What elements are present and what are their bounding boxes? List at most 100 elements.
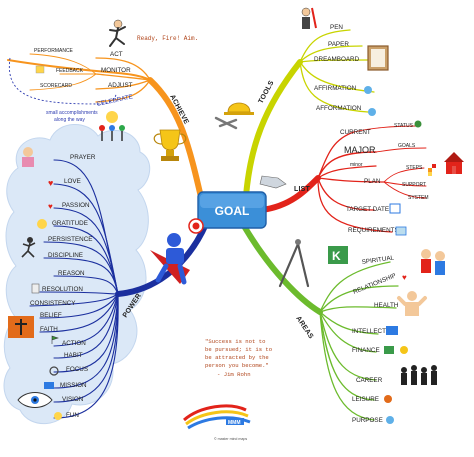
areas-item-health: HEALTH <box>374 302 399 309</box>
quote-block: "Success is not to be pursued; it is to … <box>205 338 272 378</box>
power-item-habit: HABIT <box>64 352 83 359</box>
celebrate-people-icon <box>99 111 125 141</box>
power-branch <box>29 159 209 419</box>
business-people-icon <box>401 365 437 385</box>
k-logo-icon: K <box>328 246 348 264</box>
leisure-icon <box>384 395 392 403</box>
monitor-sub-scorecard: SCORECARD <box>40 83 72 89</box>
power-item-focus: FOCUS <box>66 366 88 373</box>
footer-logo-text: MMM <box>228 420 241 426</box>
current-sub-status: STATUS <box>394 123 414 129</box>
achieve-note-line2: along the way <box>54 117 85 123</box>
compass-icon <box>278 239 310 288</box>
tools-item-paper: PAPER <box>328 41 349 48</box>
quote-line-2: be pursued; it is to <box>205 346 272 353</box>
dreamboard-icon <box>367 45 389 71</box>
areas-item-leisure: LEISURE <box>352 396 379 403</box>
power-item-faith: FAITH <box>40 326 58 333</box>
coin-icon <box>400 346 408 354</box>
list-item-target-date: TARGET DATE <box>346 206 389 213</box>
power-item-vision: VISION <box>62 396 84 403</box>
areas-item-intellect: INTELLECT <box>352 328 386 335</box>
power-item-consistency: CONSISTENCY <box>30 300 76 307</box>
achieve-item-adjust: ADJUST <box>108 82 133 89</box>
fun-smiley-icon <box>54 412 62 420</box>
footer-credit: © master mind maps <box>214 437 247 441</box>
goal-label: GOAL <box>215 204 250 218</box>
purpose-icon <box>386 416 394 424</box>
power-item-resolution: RESOLUTION <box>42 286 83 293</box>
svg-text:K: K <box>332 249 341 263</box>
power-item-gratitude: GRATITUDE <box>52 220 88 227</box>
trophy-icon <box>153 129 187 161</box>
monitor-sub-feedback: FEEDBACK <box>56 68 84 74</box>
power-item-passion: PASSION <box>62 202 90 209</box>
achieve-branch <box>7 53 207 213</box>
praying-child-icon <box>22 147 34 167</box>
running-man-icon <box>109 19 126 47</box>
smiley-icon <box>37 219 47 229</box>
affirmation-icon <box>364 86 372 94</box>
afformation-icon <box>368 108 376 116</box>
list-item-plan: PLAN <box>364 178 381 185</box>
power-item-discipline: DISCIPLINE <box>48 252 83 259</box>
target-icon <box>188 218 204 234</box>
major-sub-goals: GOALS <box>398 143 416 149</box>
power-item-love: LOVE <box>64 178 81 185</box>
tools-item-dreamboard: DREAMBOARD <box>314 56 360 63</box>
power-item-prayer: PRAYER <box>70 154 96 161</box>
power-item-persistence: PERSISTENCE <box>48 236 92 243</box>
money-icon <box>384 346 394 354</box>
tools-item-pen: PEN <box>330 24 343 31</box>
plan-sub-support: SUPPORT <box>402 182 426 188</box>
areas-item-purpose: PURPOSE <box>352 417 383 424</box>
plan-sub-steps: STEPS <box>406 165 423 171</box>
power-cloud <box>3 123 151 424</box>
list-item-minor: minor <box>350 162 363 168</box>
couple-icon <box>421 249 445 275</box>
relationship-heart-icon: ♥ <box>402 273 407 282</box>
areas-item-relationship: RELATIONSHIP <box>352 272 397 296</box>
intellect-icon <box>386 326 398 335</box>
cross-sunset-icon <box>8 316 34 338</box>
goal-node[interactable]: GOAL <box>197 191 267 229</box>
resolution-doc-icon <box>31 283 40 294</box>
passion-heart-icon: ♥ <box>48 202 53 211</box>
achieve-note-line1: small accomplishments <box>46 110 98 116</box>
areas-item-career: CAREER <box>356 377 383 384</box>
feedback-icon <box>35 65 45 74</box>
power-item-reason: REASON <box>58 270 85 277</box>
achieve-item-monitor: MONITOR <box>101 67 131 74</box>
power-item-belief: BELIEF <box>40 312 62 319</box>
footer-logo: MMM <box>183 404 251 430</box>
quote-line-1: "Success is not to <box>205 338 265 345</box>
list-branch <box>259 125 427 233</box>
handshake-icon <box>259 175 287 189</box>
superhero-icon <box>150 233 190 285</box>
tools-item-affirmation-2: AFFORMATION <box>316 105 362 112</box>
mission-icon <box>44 382 54 389</box>
power-item-action: ACTION <box>62 340 86 347</box>
muscle-man-icon <box>397 291 427 316</box>
monitor-sub-performance: PERFORMANCE <box>34 48 74 54</box>
power-item-mission: MISSION <box>60 382 87 389</box>
flag-icon <box>51 335 59 344</box>
eye-icon <box>17 392 53 408</box>
tools-branch <box>243 29 375 199</box>
list-title: LIST <box>294 186 310 193</box>
quote-line-5: - Jim Rohn <box>217 371 251 378</box>
achieve-item-act: ACT <box>110 51 123 58</box>
areas-title: AREAS <box>294 315 314 340</box>
calendar-icon <box>389 203 401 214</box>
runner-icon <box>21 237 36 258</box>
requirements-icon <box>395 226 407 236</box>
tools-item-affirmation: AFFIRMATION <box>314 85 357 92</box>
areas-item-finance: FINANCE <box>352 347 380 354</box>
steps-icon <box>428 164 436 176</box>
hardhat-tools-icon <box>214 102 254 130</box>
plan-sub-system: SYSTEM <box>408 195 429 201</box>
quote-line-4: person you become." <box>205 362 269 369</box>
power-item-fun: FUN <box>66 412 79 419</box>
pen-man-icon <box>301 7 317 29</box>
